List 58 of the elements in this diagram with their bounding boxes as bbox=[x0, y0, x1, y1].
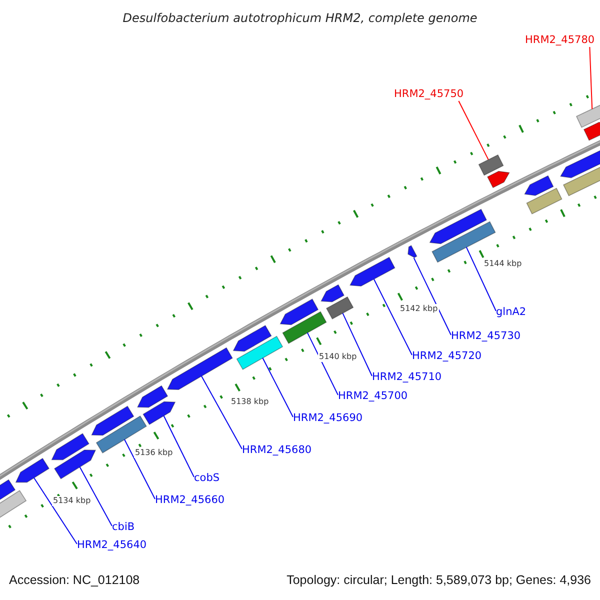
leader-line bbox=[342, 312, 372, 376]
footer-text: Accession: NC_012108 bbox=[9, 573, 140, 588]
leader-line bbox=[306, 332, 338, 396]
gene-label: HRM2_45700 bbox=[338, 390, 408, 403]
tick-label: 5140 kbp bbox=[318, 352, 358, 362]
gene-feature bbox=[91, 406, 134, 436]
leader-line bbox=[79, 466, 112, 526]
tick-label: 5136 kbp bbox=[134, 448, 174, 458]
gene-feature bbox=[429, 208, 488, 244]
gene-feature bbox=[282, 311, 327, 344]
tick-label: 5142 kbp bbox=[399, 304, 439, 314]
gene-feature bbox=[51, 433, 90, 460]
gene-label: HRM2_45780 bbox=[525, 34, 595, 47]
leader-line bbox=[262, 358, 294, 418]
gene-feature bbox=[326, 296, 354, 320]
gene-feature bbox=[236, 336, 284, 370]
gene-label: glnA2 bbox=[496, 306, 526, 319]
gene-feature bbox=[15, 458, 50, 483]
tick-label: 5138 kbp bbox=[230, 397, 270, 407]
gene-label: HRM2_45750 bbox=[394, 88, 464, 101]
leader-line bbox=[34, 477, 78, 544]
gene-feature bbox=[562, 164, 600, 196]
leader-line bbox=[413, 257, 452, 336]
leader-line bbox=[201, 376, 242, 450]
gene-label: cobS bbox=[194, 472, 220, 485]
gene-label: HRM2_45690 bbox=[293, 412, 363, 425]
gene-feature bbox=[349, 256, 396, 286]
gene-label: HRM2_45730 bbox=[451, 330, 521, 343]
gene-label: HRM2_45710 bbox=[372, 371, 442, 384]
gene-feature bbox=[478, 154, 504, 176]
gene-feature bbox=[136, 385, 168, 408]
gene-feature bbox=[526, 188, 562, 214]
gene-feature bbox=[280, 298, 319, 326]
gene-feature bbox=[54, 450, 96, 480]
tick-label: 5134 kbp bbox=[52, 496, 92, 506]
gene-feature bbox=[486, 170, 510, 188]
gene-feature bbox=[320, 284, 345, 302]
tick-label: 5144 kbp bbox=[483, 259, 523, 269]
gene-feature bbox=[524, 175, 554, 196]
gene-feature bbox=[166, 347, 233, 390]
gene-label: HRM2_45720 bbox=[412, 350, 482, 363]
footer-text: Topology: circular; Length: 5,589,073 bp; Genes: 4,936 bbox=[286, 573, 591, 588]
leader-line bbox=[373, 278, 412, 356]
diagram-title: Desulfobacterium autotrophicum HRM2, complete genome bbox=[122, 10, 478, 26]
gene-feature bbox=[0, 479, 16, 500]
gene-label: cbiB bbox=[112, 521, 135, 534]
gene-feature bbox=[142, 401, 176, 426]
leader-line bbox=[458, 100, 489, 160]
gene-feature bbox=[408, 245, 418, 258]
leader-line bbox=[163, 415, 194, 478]
gene-feature bbox=[583, 122, 600, 141]
leader-line bbox=[589, 46, 593, 110]
gene-label: HRM2_45640 bbox=[77, 539, 147, 552]
leader-line bbox=[466, 246, 496, 312]
gene-label: HRM2_45680 bbox=[242, 444, 312, 457]
gene-label: HRM2_45660 bbox=[155, 494, 225, 507]
leader-line bbox=[124, 439, 156, 500]
gene-feature bbox=[232, 324, 272, 352]
